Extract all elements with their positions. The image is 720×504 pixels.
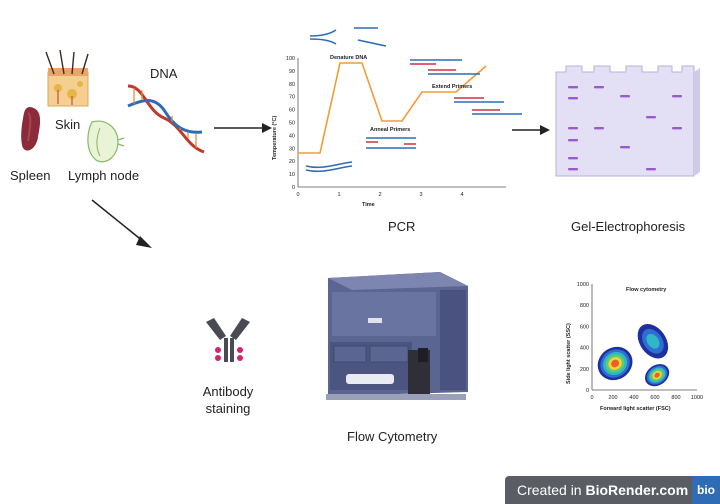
- gel-band: [620, 95, 630, 98]
- pcr-y-tick: 0: [292, 185, 295, 191]
- pcr-y-tick: 30: [289, 146, 295, 152]
- pcr-y-tick: 50: [289, 121, 295, 127]
- flow-y-tick: 1000: [577, 282, 589, 288]
- flow-x-tick: 0: [590, 395, 593, 401]
- pcr-y-tick: 100: [286, 56, 295, 62]
- flow-x-tick: 1000: [691, 395, 703, 401]
- gel-band: [568, 127, 578, 130]
- gel-band: [568, 157, 578, 160]
- gel-band: [620, 146, 630, 149]
- flow-cluster-ring: [646, 333, 660, 349]
- primer-bars-extend: [410, 59, 522, 115]
- dna-strand-bottom: [305, 161, 353, 173]
- flow-cluster-ring: [654, 372, 660, 378]
- gel-band: [568, 139, 578, 142]
- flow-y-tick: 800: [580, 303, 589, 309]
- primer-bars-anneal: [366, 137, 416, 149]
- lymph-node-icon: [87, 120, 125, 163]
- arrow-to-antibody: [91, 199, 152, 248]
- pcr-y-tick: 60: [289, 108, 295, 114]
- pcr-x-tick: 2: [378, 192, 381, 198]
- pcr-temperature-line: [298, 62, 487, 154]
- spleen-label: Spleen: [10, 168, 51, 183]
- dna-strand-top-left: [309, 29, 337, 37]
- pcr-anneal-label: Anneal Primers: [370, 127, 410, 133]
- flow-plot: 0 200 400 600 800 1000 0 200 400 600 800 1000 Flow …: [566, 282, 703, 412]
- gel-band: [568, 86, 578, 89]
- flow-y-tick: 400: [580, 346, 589, 352]
- flow-cytometry-label: Flow Cytometry: [347, 429, 438, 444]
- gel-icon: [555, 65, 700, 177]
- gel-band: [568, 168, 578, 171]
- pcr-x-tick: 0: [296, 192, 299, 198]
- gel-band: [646, 168, 656, 171]
- pcr-label: PCR: [388, 219, 416, 234]
- skin-icon: [45, 49, 89, 107]
- spleen-icon: [21, 107, 41, 151]
- flow-title: Flow cytometry: [626, 287, 667, 293]
- pcr-y-tick: 10: [289, 172, 295, 178]
- gel-band: [594, 127, 604, 130]
- antibody-icon: [206, 318, 250, 362]
- gel-band: [594, 86, 604, 89]
- flow-y-label: Side light scatter (SSC): [566, 323, 572, 384]
- gel-band: [568, 97, 578, 100]
- gel-band: [672, 95, 682, 98]
- pcr-y-tick: 80: [289, 82, 295, 88]
- flow-cluster: [645, 364, 670, 387]
- pcr-x-tick: 1: [337, 192, 340, 198]
- flow-y-tick: 200: [580, 367, 589, 373]
- pcr-y-tick: 70: [289, 95, 295, 101]
- pcr-extend-label: Extend Primers: [432, 84, 472, 90]
- flow-cluster: [637, 323, 669, 359]
- skin-label: Skin: [55, 117, 81, 132]
- dna-icon: [127, 84, 205, 154]
- antibody-label-2: staining: [205, 401, 251, 416]
- pcr-x-tick: 3: [419, 192, 422, 198]
- arrow-to-pcr: [214, 123, 272, 133]
- pcr-x-label: Time: [362, 202, 375, 208]
- flow-x-tick: 600: [650, 395, 659, 401]
- pcr-y-tick: 40: [289, 133, 295, 139]
- pcr-y-tick: 90: [289, 69, 295, 75]
- biorender-logo-icon: bio: [692, 476, 720, 504]
- gel-label: Gel-Electrophoresis: [571, 219, 686, 234]
- gel-band: [646, 116, 656, 119]
- flow-x-label: Forward light scatter (FSC): [600, 406, 671, 412]
- lymph-node-label: Lymph node: [68, 168, 140, 183]
- arrow-to-gel: [512, 125, 550, 135]
- flow-x-tick: 400: [629, 395, 638, 401]
- dna-label: DNA: [150, 66, 178, 81]
- dna-strand-top-right: [354, 27, 387, 47]
- flow-y-tick: 600: [580, 324, 589, 330]
- flow-cluster-ring: [611, 359, 620, 368]
- flow-x-tick: 200: [608, 395, 617, 401]
- flow-x-tick: 800: [671, 395, 680, 401]
- pcr-y-label: Temperature (°C): [272, 116, 278, 160]
- pcr-denature-label: Denature DNA: [330, 55, 367, 61]
- flow-y-tick: 0: [586, 388, 589, 394]
- badge-text: Created in BioRender.com: [517, 482, 689, 498]
- pcr-chart: 0 10 20 30 40 50 60 70 80 90 100 0 1 2 3 4 Temperature…: [272, 27, 522, 208]
- biorender-badge[interactable]: Created in BioRender.com bio: [505, 476, 720, 504]
- gel-band: [672, 127, 682, 130]
- flow-cytometer-icon: [326, 272, 468, 400]
- antibody-label-1: Antibody: [202, 384, 254, 399]
- pcr-x-tick: 4: [460, 192, 463, 198]
- pcr-y-tick: 20: [289, 159, 295, 165]
- flow-cluster: [597, 346, 633, 381]
